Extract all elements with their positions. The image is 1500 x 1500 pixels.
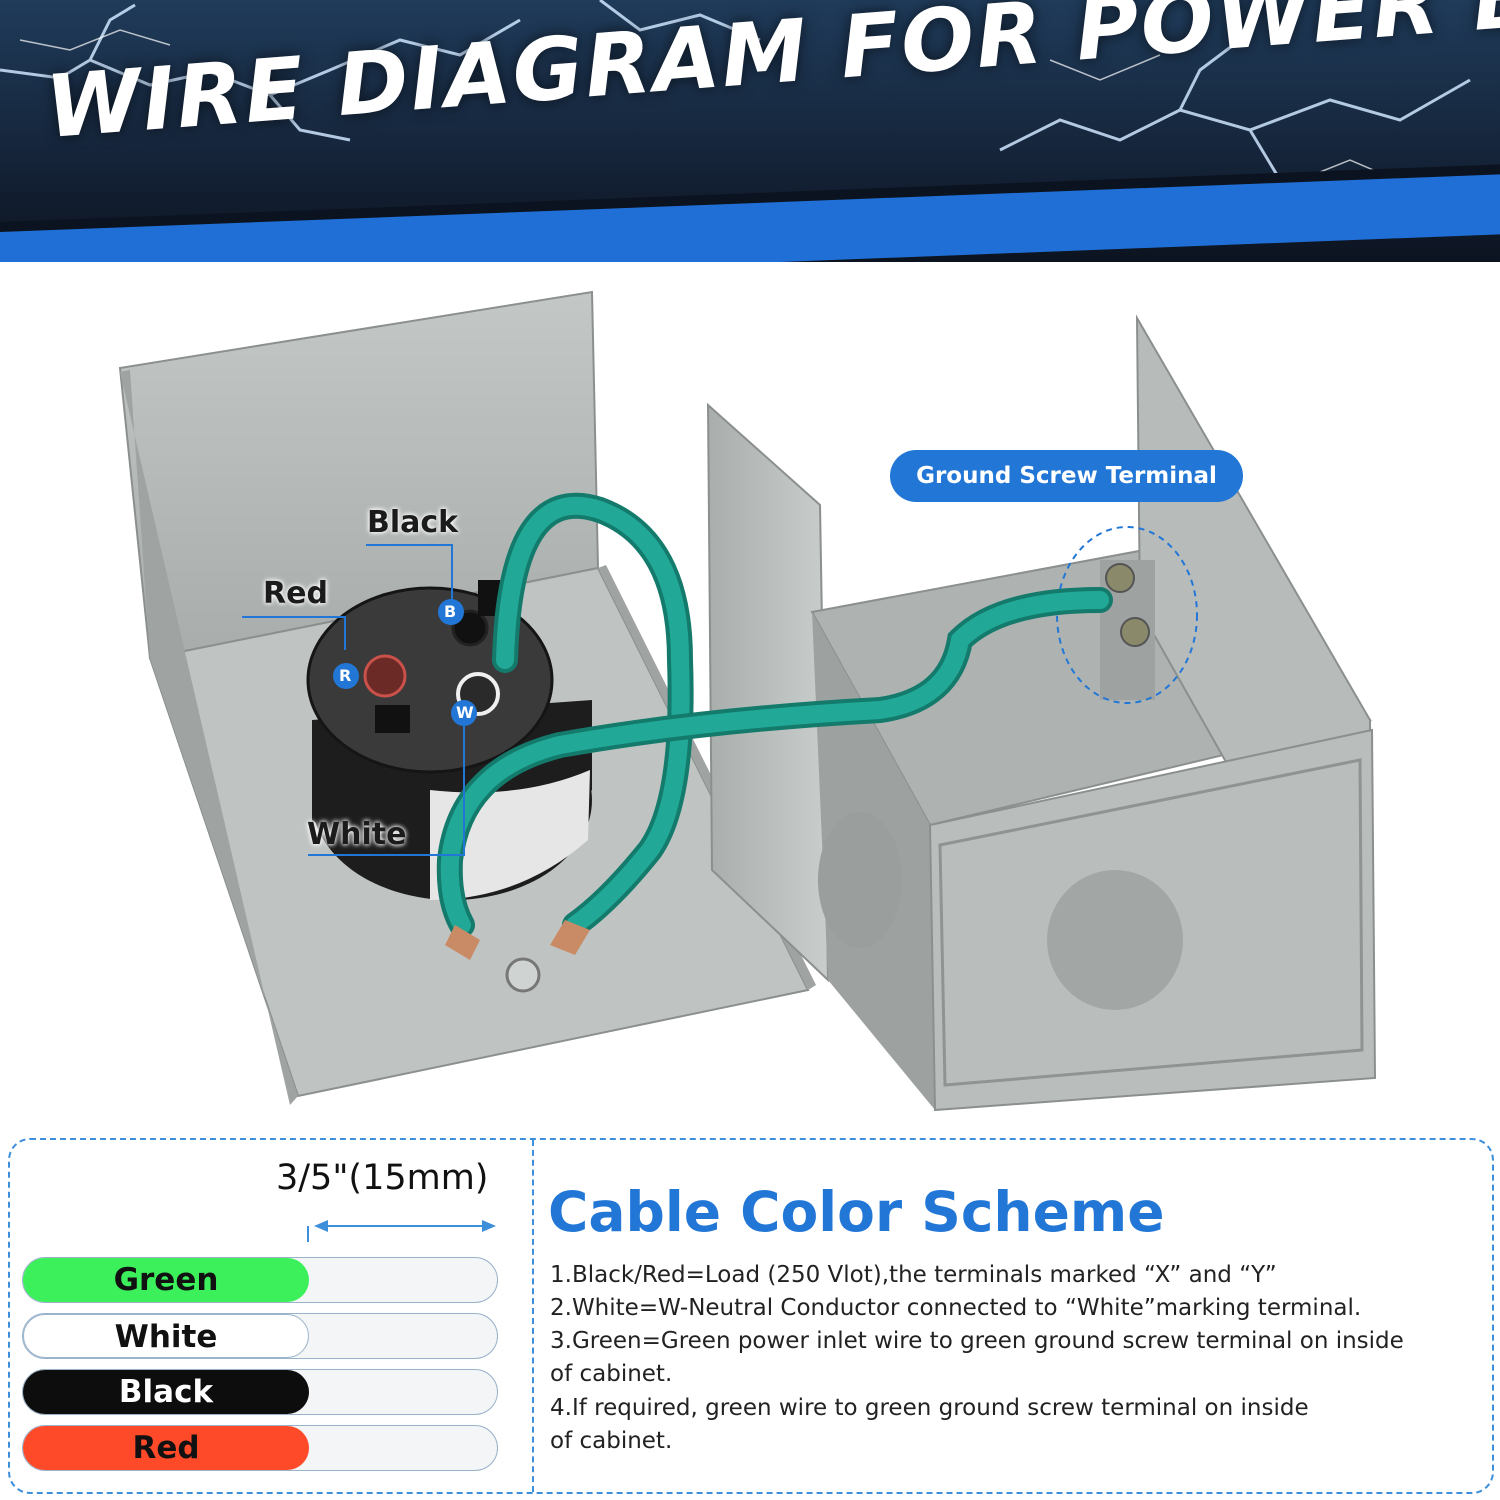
ground-lug [445,920,590,993]
strip-length-label: 3/5"(15mm) [276,1158,489,1198]
knockout-side [818,812,902,948]
wire-green-label: Green [23,1258,309,1302]
ground-wires [436,492,1113,938]
wire-green: Green [22,1257,498,1303]
callout-lines [242,544,465,856]
legend-divider [532,1140,534,1492]
callout-red: Red [263,576,328,611]
wire-white-label: White [23,1314,309,1358]
ground-highlight-ellipse [1056,526,1198,704]
scheme-line-2: 2.White=W-Neutral Conductor connected to… [550,1295,1362,1321]
ground-screw-2 [1120,617,1150,647]
cable-color-scheme-title: Cable Color Scheme [548,1180,1165,1244]
scheme-line-6: of cabinet. [550,1428,673,1454]
wire-black: Black [22,1369,498,1415]
scheme-line-3: 3.Green=Green power inlet wire to green … [550,1328,1404,1354]
callout-black: Black [367,505,459,540]
power-box-illustration [118,290,1377,1112]
terminal-r-hole [363,654,407,698]
scheme-line-4: of cabinet. [550,1361,673,1387]
wire-black-label: Black [23,1370,309,1414]
knockout-front [1047,870,1183,1010]
strip-length-arrow [307,1220,496,1242]
ground-screw-terminal-label: Ground Screw Terminal [890,450,1243,502]
badge-r-label: R [339,666,352,685]
wire-red-label: Red [23,1426,309,1470]
callout-white: White [307,817,407,852]
legend-panel [8,1138,1494,1494]
badge-b-label: B [444,602,457,621]
wire-white: White [22,1313,498,1359]
terminal-badges [333,599,477,726]
wire-red: Red [22,1425,498,1471]
badge-w-label: W [456,703,474,722]
header-banner: WIRE DIAGRAM FOR POWER BOX [0,0,1500,262]
scheme-line-1: 1.Black/Red=Load (250 Vlot),the terminal… [550,1262,1277,1288]
ground-screw-1 [1105,563,1135,593]
scheme-line-5: 4.If required, green wire to green groun… [550,1395,1309,1421]
